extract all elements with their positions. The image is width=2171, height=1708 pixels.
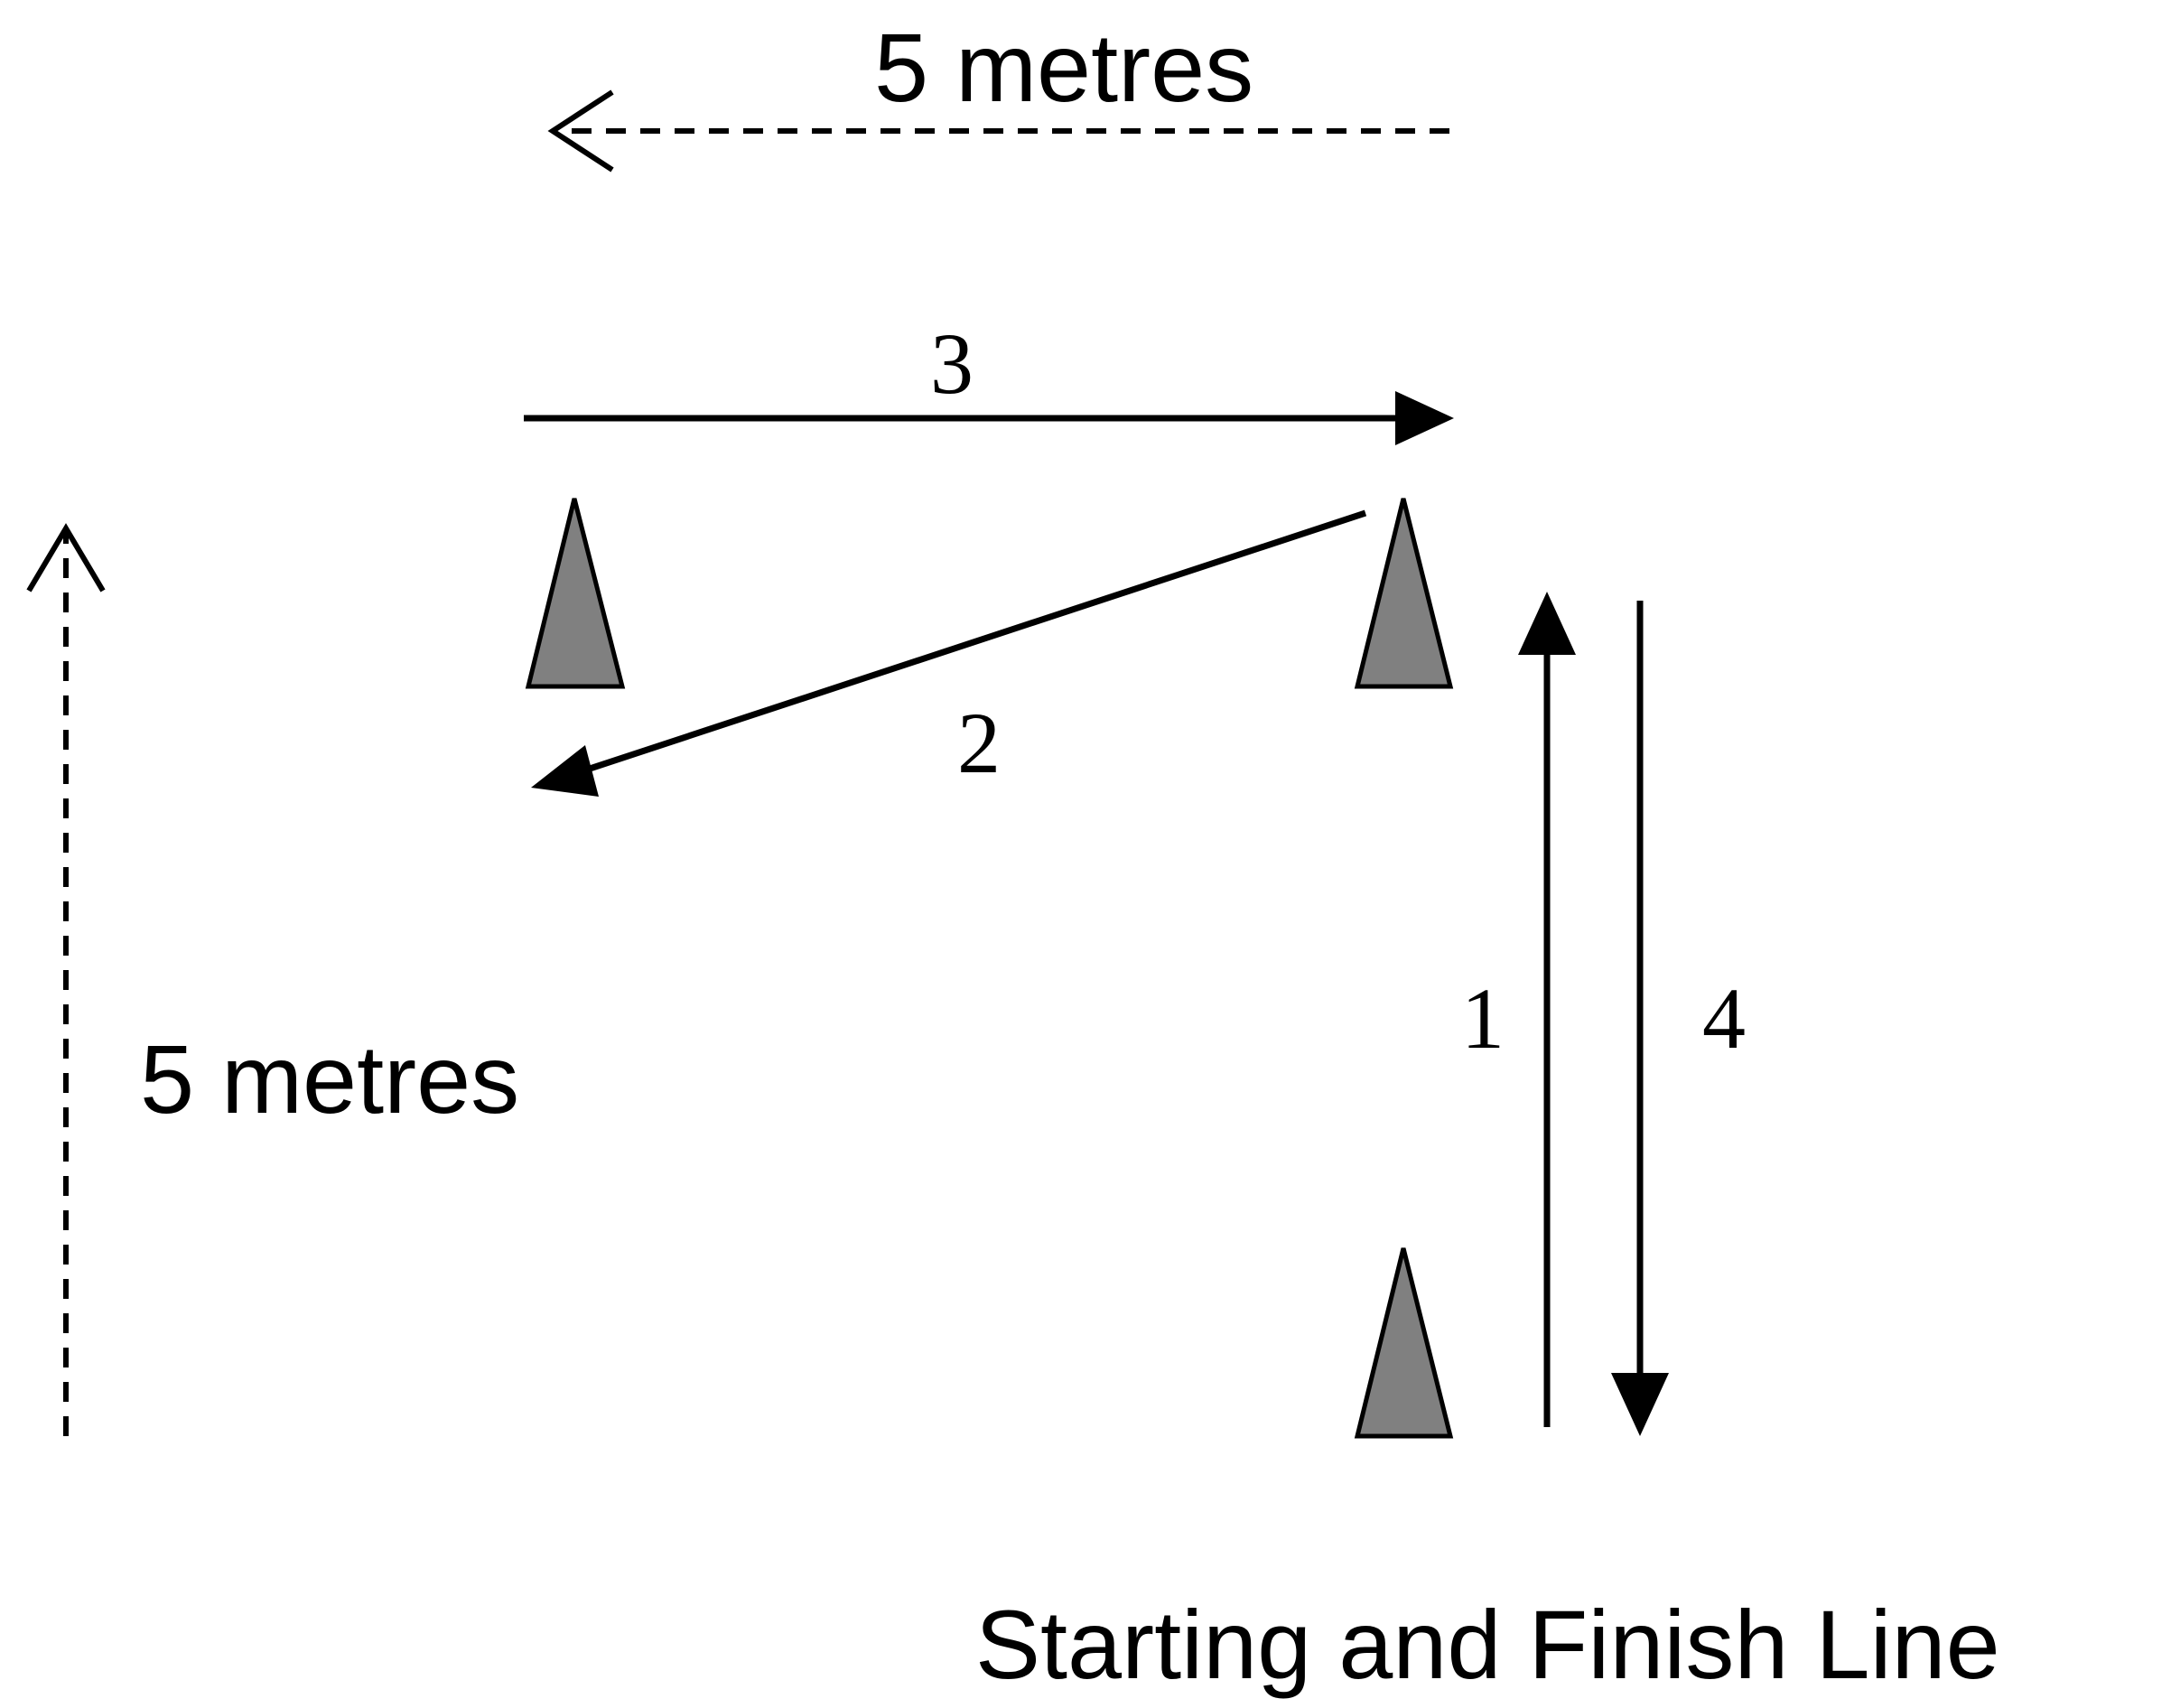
- left-distance-label: 5 metres: [140, 1024, 519, 1134]
- step-label-1: 1: [1461, 970, 1505, 1067]
- cone-top-right: [1354, 498, 1454, 689]
- path-arrow-step-4: [1611, 601, 1669, 1436]
- left-distance-arrow: [26, 523, 106, 1436]
- path-arrow-step-3: [524, 391, 1454, 445]
- path-arrow-step-1: [1518, 592, 1576, 1427]
- top-distance-label: 5 metres: [874, 13, 1253, 122]
- cone-top-left: [525, 498, 626, 689]
- start-finish-line-label: Starting and Finish Line: [975, 1590, 2000, 1699]
- step-label-2: 2: [957, 695, 1001, 791]
- top-distance-arrow: [547, 89, 1449, 173]
- path-arrow-step-2: [531, 509, 1367, 797]
- step-label-3: 3: [930, 315, 974, 412]
- cone-bottom-right: [1354, 1247, 1454, 1439]
- step-label-4: 4: [1702, 970, 1746, 1067]
